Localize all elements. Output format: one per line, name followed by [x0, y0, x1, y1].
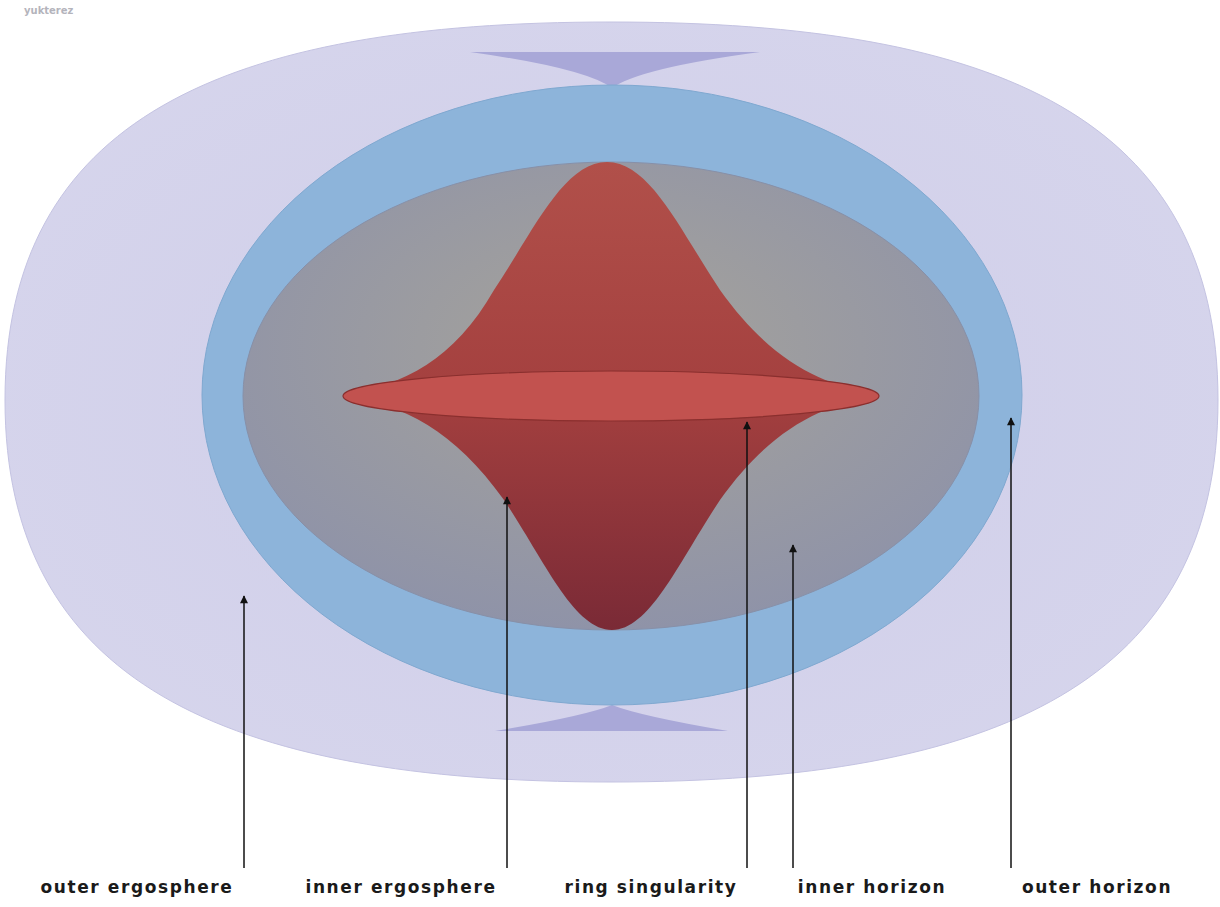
inner-ergosphere-shape	[343, 162, 880, 630]
watermark: yukterez	[24, 5, 73, 16]
outer-horizon-shape	[202, 85, 1022, 705]
ergosphere-cusp	[495, 705, 728, 731]
part-label: outer ergosphere	[41, 877, 234, 897]
leader-lines	[244, 418, 1011, 868]
part-label: inner ergosphere	[305, 877, 496, 897]
leader-line	[1010, 418, 1012, 868]
leader-line	[792, 545, 794, 868]
inner-horizon-shape	[243, 162, 979, 630]
part-label: outer horizon	[1022, 877, 1172, 897]
part-label: ring singularity	[564, 877, 737, 897]
leader-line	[746, 422, 748, 868]
ergosphere-cusp	[470, 52, 760, 88]
outer-ergosphere-shape	[5, 22, 1218, 782]
leader-line	[243, 596, 245, 868]
part-label: inner horizon	[798, 877, 946, 897]
ring-singularity-shape	[343, 371, 879, 421]
leader-line	[506, 497, 508, 868]
